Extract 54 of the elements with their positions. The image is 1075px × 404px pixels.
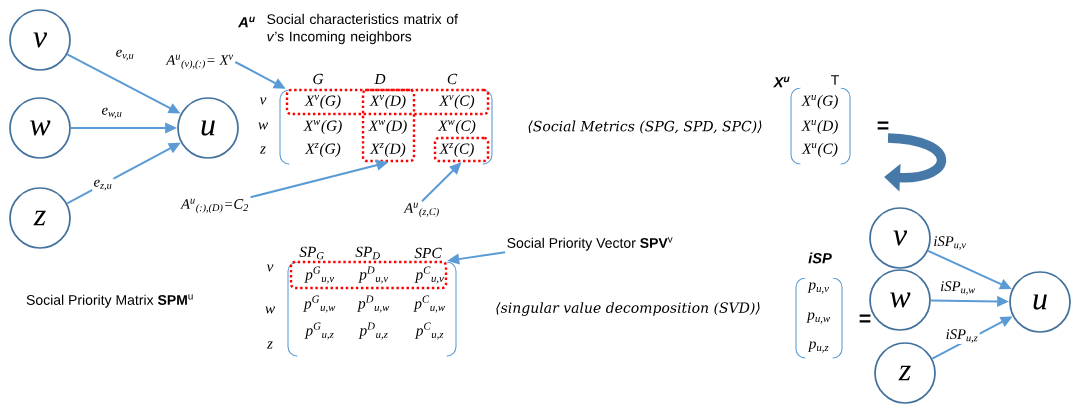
matrix-entry: X$^{z}$(C) xyxy=(439,143,474,157)
matrix-entry: X$^{w}$(D) xyxy=(368,120,407,134)
matrix-entry: X$^{v}$(G) xyxy=(304,95,341,109)
matrix-entry: p$^{D}$u,z xyxy=(358,322,388,340)
formula-label: A$^{u}$(z,C) xyxy=(403,202,439,218)
vector-entry: p$_{u,w}$ xyxy=(806,312,830,324)
formula-label: Social Priority Vector SPV$^{v}$ xyxy=(507,237,673,251)
vector-entry: X$^{u}$(D) xyxy=(801,120,838,134)
row-label: z xyxy=(259,146,266,154)
row-label: v xyxy=(259,97,267,105)
matrix-title: Social Priority Matrix SPM$^{u}$ xyxy=(26,294,193,308)
column-header: C xyxy=(447,73,458,85)
operator-formula: ⟨Social Metrics (SPG, SPD, SPC)⟩ xyxy=(528,120,762,134)
edge-label: e$_{z,u}$ xyxy=(92,178,114,192)
equals-sign: = xyxy=(859,314,871,323)
vector-entry: X$^{u}$(C) xyxy=(801,143,838,157)
row-label: w xyxy=(258,122,268,130)
vector-symbol: X$^{u}$ xyxy=(773,76,790,88)
matrix-entry: p$^{C}$u,z xyxy=(414,322,444,340)
edge-label: iSP$_{u,w}$ xyxy=(938,279,978,297)
matrix-entry: X$^{w}$(C) xyxy=(437,120,476,134)
matrix-entry: p$^{C}$u,v xyxy=(414,266,444,284)
matrix-entry: X$^{z}$(D) xyxy=(369,143,406,157)
equals-sign: = xyxy=(877,121,889,130)
formula-label: A$^{u}$$_{(v),(:)}$= X$^{v}$ xyxy=(165,54,234,70)
operator-formula: ⟨singular value decomposition (SVD)⟩ xyxy=(496,302,760,316)
formula-label: A$^{u}$$_{(:),(D)}$=C$_{2}$ xyxy=(180,198,249,214)
matrix-entry: X$^{z}$(G) xyxy=(304,143,341,157)
vector-entry: X$^{u}$(G) xyxy=(801,95,838,109)
vector-entry: p$_{u,v}$ xyxy=(807,282,829,294)
vector-entry: p$_{u,z}$ xyxy=(807,341,829,353)
dotted-box xyxy=(433,136,490,163)
row-label: z xyxy=(266,341,273,349)
dotted-box xyxy=(361,88,416,163)
matrix-entry: p$^{D}$u,v xyxy=(358,266,389,284)
dotted-box xyxy=(285,88,490,116)
transpose-mark: T xyxy=(831,75,839,85)
edge-label: e$_{v,u}$ xyxy=(114,48,136,62)
edge-label: iSP$_{u,v}$ xyxy=(932,234,968,252)
edge-label: e$_{w,u}$ xyxy=(100,106,124,120)
matrix-entry: X$^{v}$(C) xyxy=(438,95,475,109)
column-header: G xyxy=(313,73,324,85)
matrix-symbol: A$^{u}$ xyxy=(237,16,255,28)
matrix-entry: p$^{G}$u,z xyxy=(304,322,334,340)
row-label: w xyxy=(265,306,275,314)
matrix-entry: X$^{w}$(G) xyxy=(303,120,342,134)
matrix-title: Social characteristics matrix of v’s Incoming neighbors xyxy=(267,13,458,45)
column-header: D xyxy=(374,73,386,85)
matrix-entry: X$^{v}$(D) xyxy=(369,95,406,109)
vector-symbol: iSP xyxy=(808,252,832,264)
row-label: v xyxy=(266,264,274,272)
edge-label: iSP$_{u,z}$ xyxy=(944,327,980,345)
matrix-entry: p$^{G}$u,v xyxy=(304,266,335,284)
dotted-box xyxy=(289,260,448,290)
